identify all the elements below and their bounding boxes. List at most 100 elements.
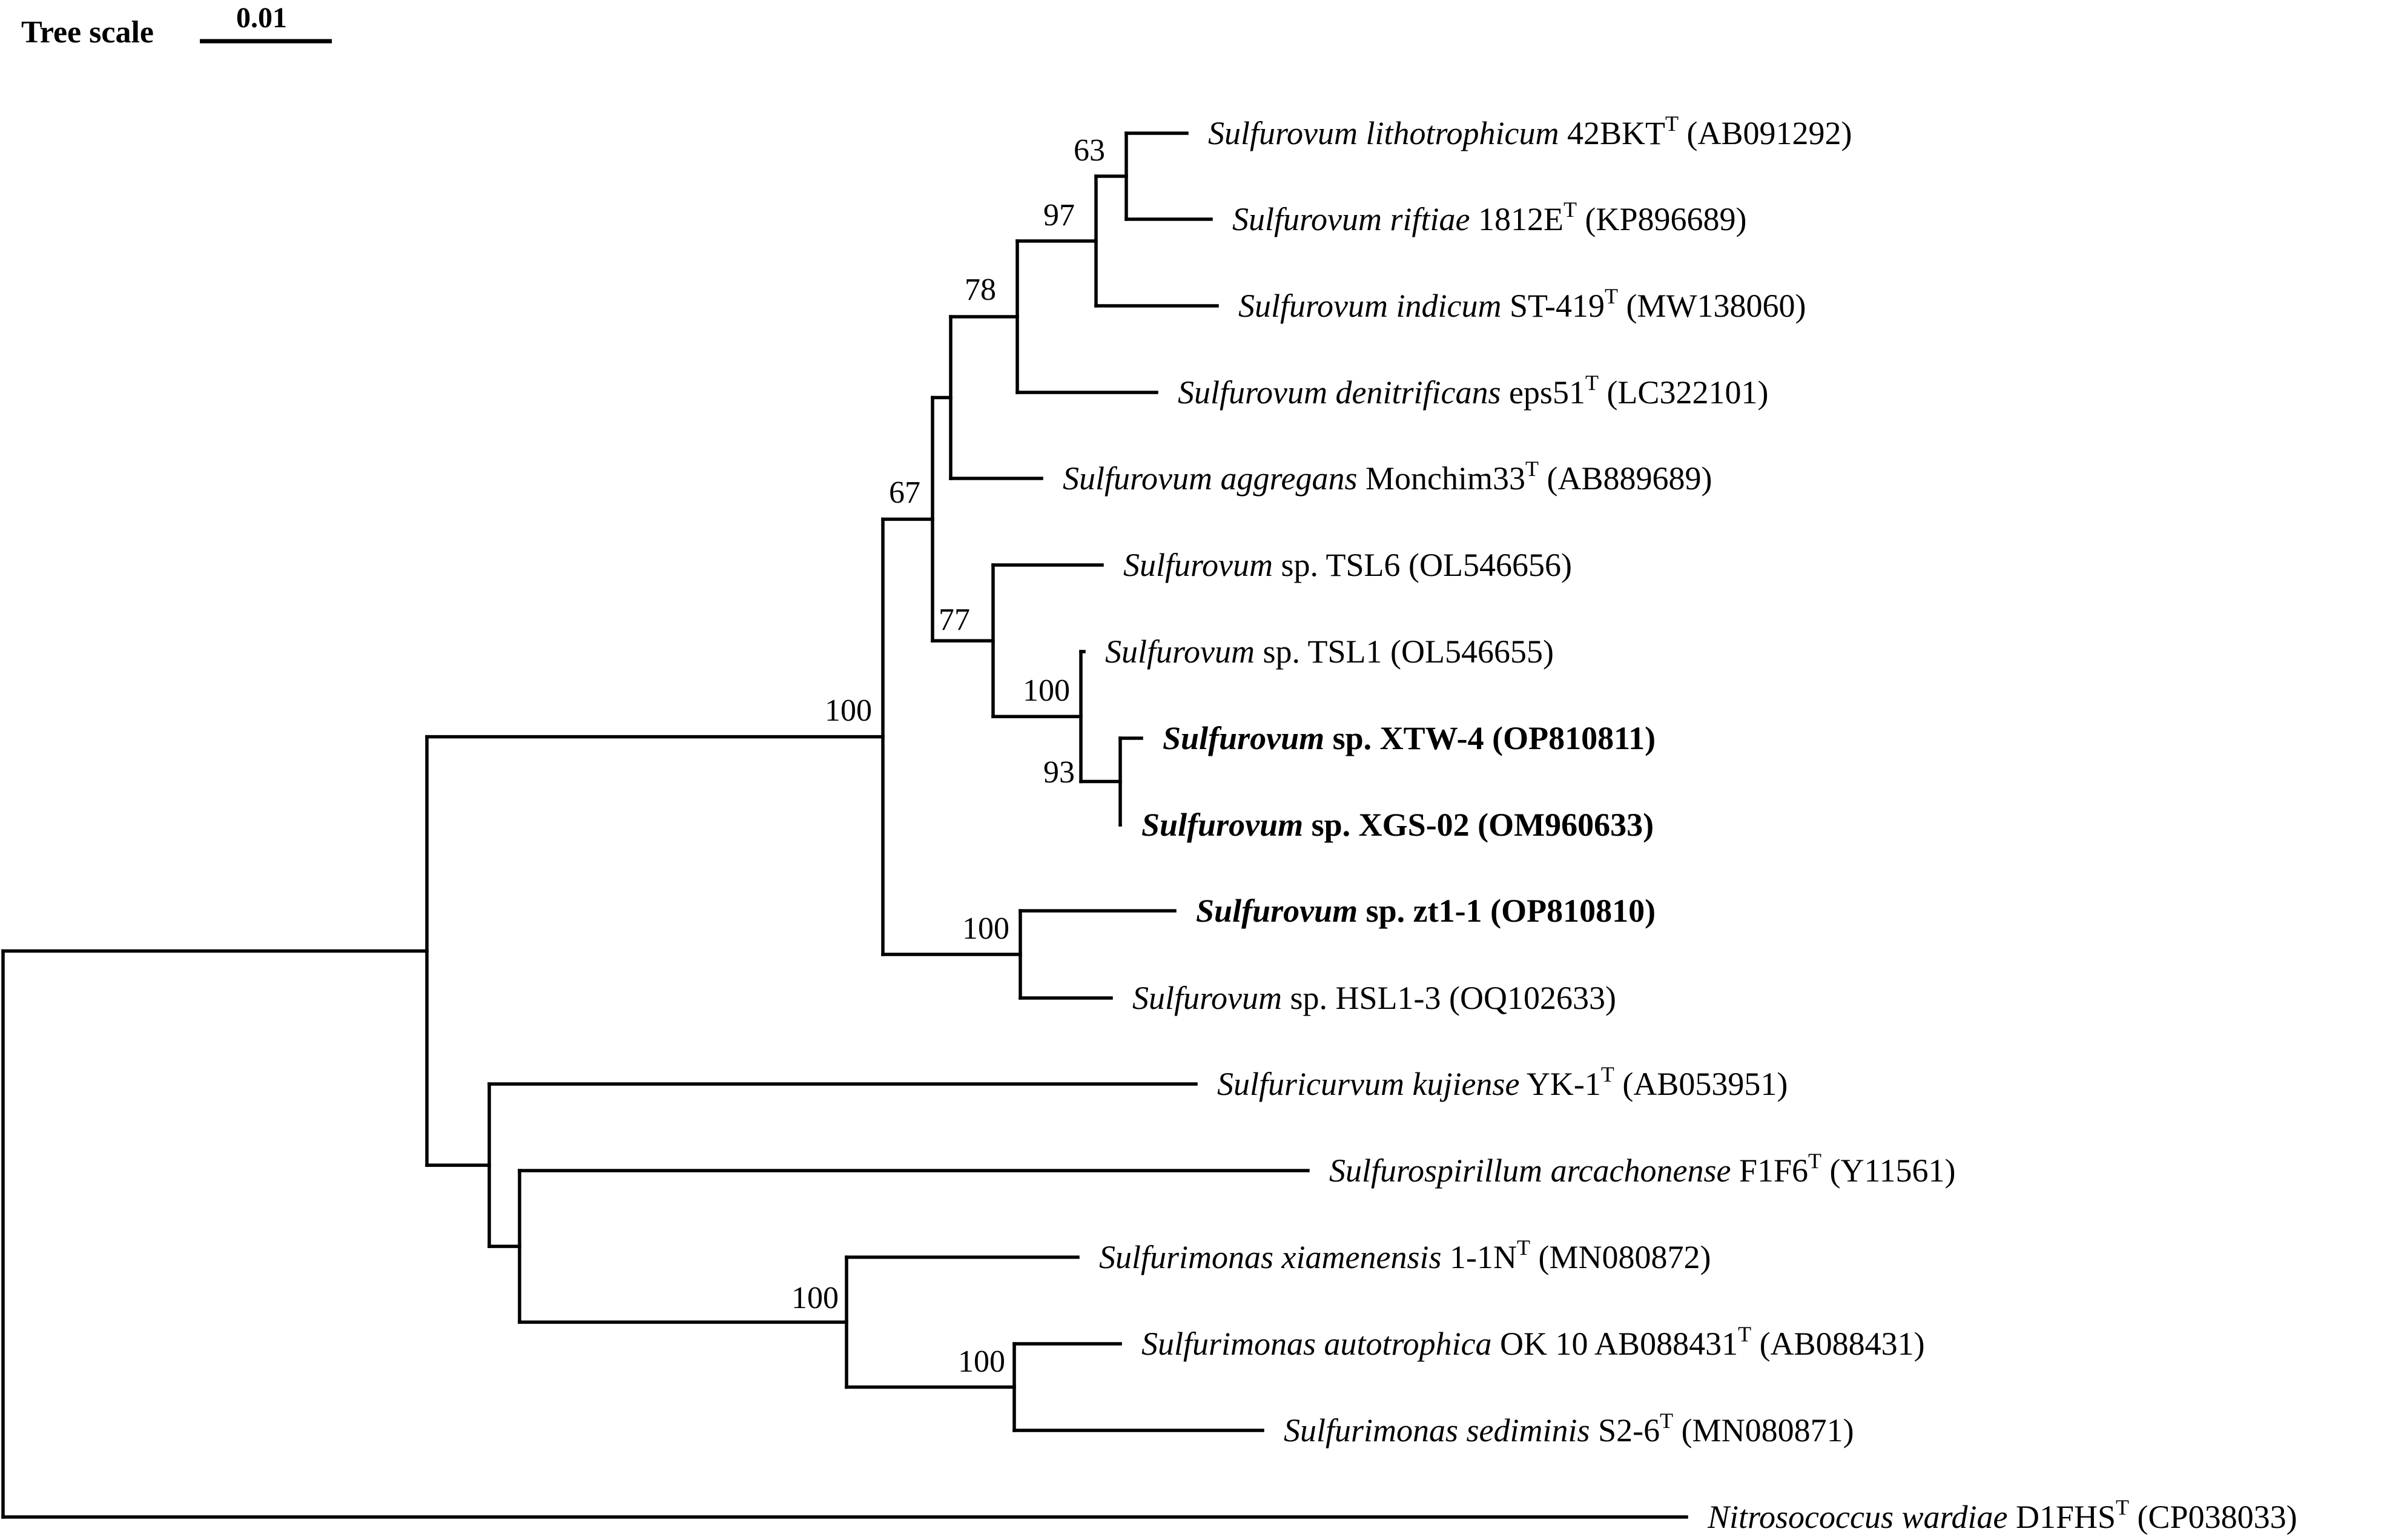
leaf-genus: Sulfurovum [1178, 374, 1327, 411]
leaf-strain: D1FHS [2016, 1499, 2116, 1535]
leaf-label: Sulfurovum sp. XTW-4 (OP810811) [1163, 720, 1656, 756]
leaf-accession: (MN080871) [1682, 1412, 1854, 1449]
leaf-genus: Sulfurovum [1163, 720, 1324, 756]
leaf-label: Nitrosococcus wardiae D1FHST (CP038033) [1707, 1495, 2297, 1535]
leaf-accession: (OM960633) [1478, 807, 1654, 843]
leaf-epithet: autotrophica [1324, 1326, 1492, 1362]
leaf-strain: F1F6 [1739, 1152, 1808, 1189]
leaf-epithet: riftiae [1390, 201, 1470, 237]
leaf-accession: (AB889689) [1547, 460, 1712, 497]
leaf-accession: (AB088431) [1760, 1326, 1925, 1362]
bootstrap-value: 97 [1043, 198, 1075, 233]
leaf-epithet: kujiense [1412, 1066, 1519, 1102]
leaf-strain: 42BKT [1567, 115, 1665, 151]
leaf-label: Sulfurovum sp. XGS-02 (OM960633) [1141, 807, 1654, 843]
type-strain-marker: T [1525, 457, 1539, 481]
leaf-epithet: denitrificans [1335, 374, 1501, 411]
tree-scale-title: Tree scale [21, 15, 154, 50]
type-strain-marker: T [1660, 1409, 1673, 1433]
leaf-label: Sulfurovum lithotrophicum 42BKTT (AB0912… [1208, 111, 1852, 151]
bootstrap-value: 93 [1043, 755, 1075, 790]
type-strain-marker: T [1517, 1235, 1530, 1260]
type-strain-marker: T [1563, 197, 1577, 222]
leaf-strain: sp. XGS-02 [1312, 807, 1470, 843]
bootstrap-value: 78 [965, 273, 996, 307]
leaf-label: Sulfurovum aggregans Monchim33T (AB88968… [1063, 457, 1712, 497]
leaf-genus: Sulfurovum [1141, 807, 1303, 843]
leaf-genus: Sulfurovum [1132, 980, 1282, 1016]
leaf-genus: Sulfurimonas [1099, 1239, 1273, 1275]
leaf-genus: Sulfurovum [1232, 201, 1382, 237]
leaf-strain: sp. TSL6 [1281, 547, 1400, 583]
type-strain-marker: T [1808, 1149, 1821, 1173]
leaf-epithet: aggregans [1220, 460, 1357, 497]
leaf-accession: (CP038033) [2138, 1499, 2297, 1535]
leaf-accession: (AB091292) [1686, 115, 1852, 151]
leaf-genus: Sulfurimonas [1284, 1412, 1458, 1449]
type-strain-marker: T [1585, 371, 1599, 395]
leaf-strain: Monchim33 [1365, 460, 1525, 497]
leaf-genus: Sulfurovum [1238, 288, 1388, 324]
bootstrap-value: 100 [791, 1281, 839, 1315]
leaf-genus: Sulfurovum [1063, 460, 1212, 497]
tree-branches [1, 131, 1688, 1519]
leaf-strain: ST-419 [1510, 288, 1605, 324]
bootstrap-value: 63 [1074, 133, 1105, 168]
leaf-accession: (MN080872) [1538, 1239, 1711, 1275]
bootstrap-values: 63 97 78 67 77 100 93 100 100 100 100 [791, 133, 1105, 1379]
leaf-accession: (OP810811) [1492, 720, 1656, 756]
leaf-label: Sulfurimonas sediminis S2-6T (MN080871) [1284, 1409, 1854, 1449]
leaf-strain: YK-1 [1527, 1066, 1601, 1102]
leaf-label: Sulfuricurvum kujiense YK-1T (AB053951) [1217, 1062, 1788, 1102]
leaf-label: Sulfurovum sp. TSL1 (OL546655) [1105, 633, 1554, 670]
bootstrap-value: 100 [1023, 673, 1070, 708]
leaf-accession: (LC322101) [1606, 374, 1768, 411]
type-strain-marker: T [2116, 1495, 2129, 1519]
bootstrap-value: 100 [825, 693, 872, 728]
type-strain-marker: T [1738, 1322, 1751, 1346]
leaf-strain: sp. XTW-4 [1333, 720, 1484, 756]
leaf-genus: Sulfurovum [1196, 893, 1358, 929]
leaf-strain: sp. TSL1 [1263, 633, 1382, 670]
leaf-label: Sulfurovum sp. HSL1-3 (OQ102633) [1132, 980, 1616, 1016]
leaf-label: Sulfurovum sp. zt1-1 (OP810810) [1196, 893, 1656, 929]
leaf-genus: Sulfurovum [1105, 633, 1255, 670]
leaf-strain: sp. HSL1-3 [1290, 980, 1441, 1016]
leaf-strain: eps51 [1509, 374, 1585, 411]
leaf-epithet: lithotrophicum [1365, 115, 1559, 151]
leaf-label: Sulfurimonas xiamenensis 1-1NT (MN080872… [1099, 1235, 1711, 1275]
leaf-labels: Sulfurovum lithotrophicum 42BKTT (AB0912… [1063, 111, 2297, 1535]
leaf-genus: Sulfuricurvum [1217, 1066, 1404, 1102]
leaf-accession: (KP896689) [1585, 201, 1746, 237]
leaf-genus: Sulfurimonas [1141, 1326, 1316, 1362]
leaf-accession: (OL546656) [1408, 547, 1572, 583]
leaf-accession: (MW138060) [1626, 288, 1806, 324]
leaf-label: Sulfurovum indicum ST-419T (MW138060) [1238, 284, 1806, 324]
leaf-strain: sp. zt1-1 [1366, 893, 1482, 929]
type-strain-marker: T [1665, 111, 1679, 136]
leaf-epithet: xiamenensis [1281, 1239, 1442, 1275]
leaf-epithet: sediminis [1467, 1412, 1590, 1449]
leaf-strain: 1812E [1478, 201, 1563, 237]
leaf-label: Sulfurovum denitrificans eps51T (LC32210… [1178, 371, 1768, 411]
bootstrap-value: 77 [939, 603, 970, 637]
leaf-label: Sulfurovum riftiae 1812ET (KP896689) [1232, 197, 1746, 237]
bootstrap-value: 100 [958, 1344, 1005, 1379]
leaf-label: Sulfurospirillum arcachonense F1F6T (Y11… [1329, 1149, 1956, 1189]
leaf-label: Sulfurimonas autotrophica OK 10 AB088431… [1141, 1322, 1925, 1362]
leaf-accession: (OP810810) [1490, 893, 1656, 929]
leaf-label: Sulfurovum sp. TSL6 (OL546656) [1123, 547, 1572, 583]
leaf-genus: Nitrosococcus [1707, 1499, 1894, 1535]
leaf-epithet: wardiae [1901, 1499, 2007, 1535]
leaf-epithet: arcachonense [1551, 1152, 1731, 1189]
leaf-epithet: indicum [1396, 288, 1501, 324]
type-strain-marker: T [1601, 1062, 1614, 1086]
bootstrap-value: 67 [889, 475, 920, 510]
leaf-strain: OK 10 AB088431 [1500, 1326, 1738, 1362]
leaf-accession: (AB053951) [1622, 1066, 1788, 1102]
leaf-accession: (OQ102633) [1449, 980, 1616, 1016]
leaf-accession: (OL546655) [1390, 633, 1554, 670]
bootstrap-value: 100 [962, 911, 1009, 946]
leaf-genus: Sulfurovum [1123, 547, 1273, 583]
tree-scale-value: 0.01 [236, 2, 287, 34]
